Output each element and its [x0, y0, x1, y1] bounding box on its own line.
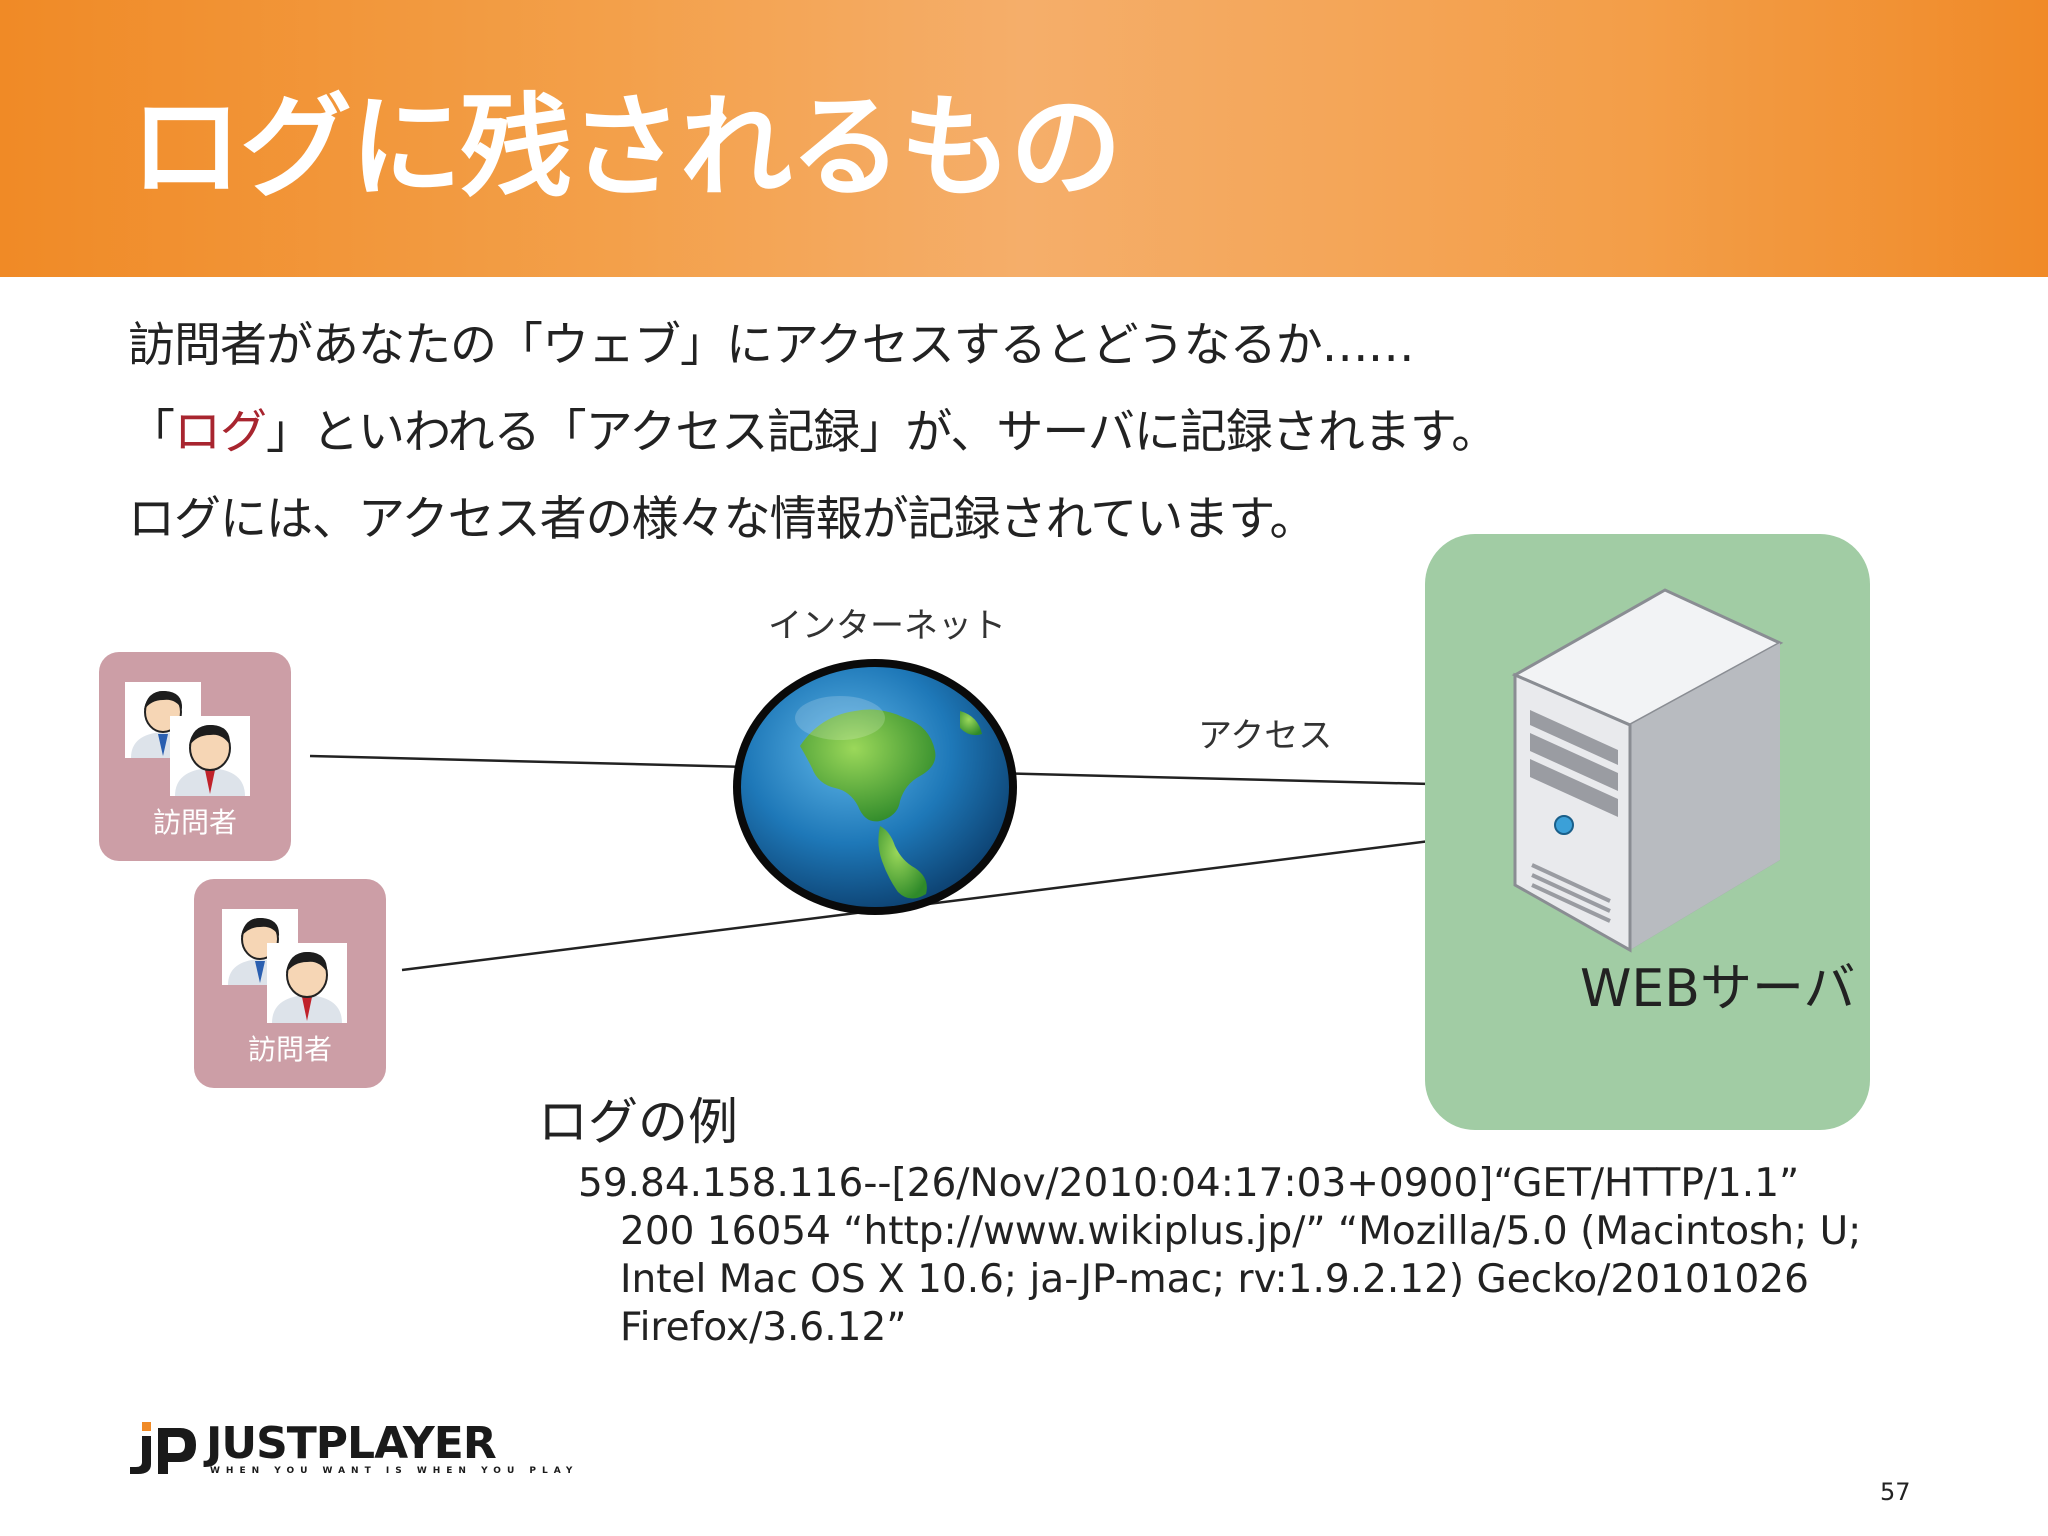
visitor-box-2: 訪問者: [194, 879, 386, 1088]
visitor-box-1: 訪問者: [99, 652, 291, 861]
internet-label: インターネット: [768, 606, 1006, 646]
log-line-3: Intel Mac OS X 10.6; ja-JP-mac; rv:1.9.2…: [620, 1257, 1809, 1302]
intro-line-2-open: 「: [128, 405, 175, 460]
slide-title: ログに残されるもの: [130, 83, 1122, 213]
access-arrow-2: [401, 827, 1473, 972]
access-label: アクセス: [1198, 716, 1333, 756]
globe-icon: [733, 659, 1017, 915]
logo-text: JUSTPLAYER: [206, 1418, 497, 1469]
title-banner: ログに残されるもの: [0, 0, 2048, 277]
log-line-1: 59.84.158.116--[26/Nov/2010:04:17:03+090…: [578, 1161, 1800, 1206]
log-example-heading: ログの例: [538, 1093, 738, 1151]
intro-highlight-log: ログ: [174, 405, 267, 460]
intro-line-3: ログには、アクセス者の様々な情報が記録されています。: [128, 492, 1317, 547]
user-group-icon: [222, 909, 347, 1023]
intro-line-1: 訪問者があなたの「ウェブ」にアクセスするとどうなるか……: [128, 318, 1415, 373]
jp-logo-mark: [130, 1422, 196, 1474]
visitor-label-2: 訪問者: [247, 1033, 332, 1066]
justplayer-logo: JUSTPLAYER WHEN YOU WANT IS WHEN YOU PLA…: [128, 1418, 572, 1480]
intro-line-2: 「ログ」といわれる「アクセス記録」が、サーバに記録されます。: [128, 393, 1498, 462]
log-line-2: 200 16054 “http://www.wikiplus.jp/” “Moz…: [620, 1209, 1862, 1254]
server-label: WEBサーバ: [1580, 959, 1856, 1019]
log-example-text: 59.84.158.116--[26/Nov/2010:04:17:03+090…: [578, 1160, 1868, 1352]
server-tower-icon: [1511, 588, 1784, 953]
visitor-label-1: 訪問者: [152, 806, 237, 839]
log-line-4: Firefox/3.6.12”: [620, 1305, 907, 1350]
user-group-icon: [125, 682, 250, 796]
page-number: 57: [1880, 1478, 1911, 1506]
logo-tagline: WHEN YOU WANT IS WHEN YOU PLAY: [210, 1466, 579, 1476]
intro-line-2-rest: 」といわれる「アクセス記録」が、サーバに記録されます。: [266, 405, 1498, 460]
